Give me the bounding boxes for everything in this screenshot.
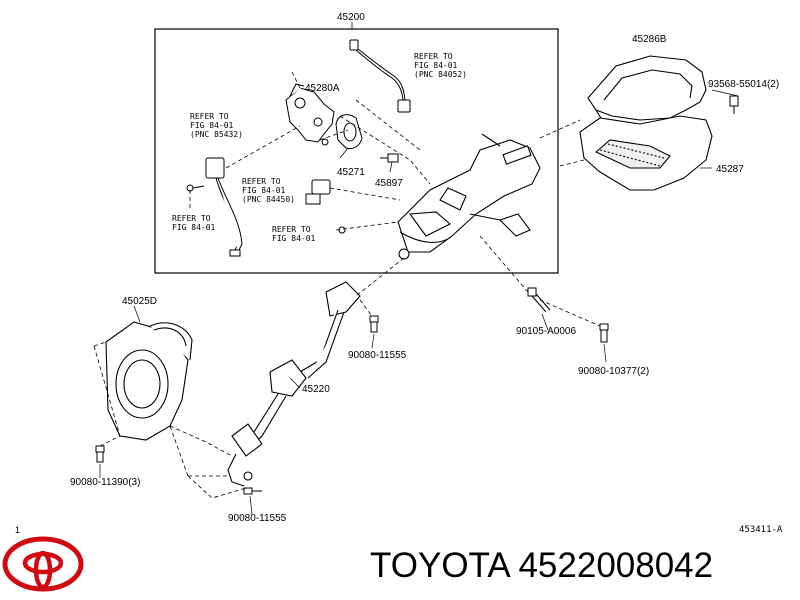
page-marker: 1 xyxy=(15,525,21,535)
ref-84450-line2: FIG 84-01 xyxy=(242,186,286,195)
ref-85432-line2: FIG 84-01 xyxy=(190,121,234,130)
bolt-90080-11555-lower-icon xyxy=(243,487,262,495)
connector-84450-icon xyxy=(305,179,331,205)
screw-93568-icon xyxy=(729,95,739,114)
boot-45025d-icon xyxy=(105,321,193,441)
ref-84052-line1: REFER TO xyxy=(414,52,453,61)
shaft-45220-icon xyxy=(227,281,361,487)
label-45286b: 45286B xyxy=(632,34,667,45)
toyota-logo xyxy=(2,536,84,592)
leader-lines xyxy=(99,89,739,515)
ref-left-line1: REFER TO xyxy=(172,214,211,223)
bolt-small-icon xyxy=(338,226,346,234)
ref-85432-line3: (PNC 85432) xyxy=(190,130,243,139)
clamp-45271-icon xyxy=(335,114,363,149)
sensor-wire-icon xyxy=(186,157,243,257)
label-45897: 45897 xyxy=(375,178,403,189)
cover-45286b-icon xyxy=(587,55,707,131)
ref-84052-line3: (PNC 84052) xyxy=(414,70,467,79)
label-90105: 90105-A0006 xyxy=(516,326,576,337)
dashed-leaders xyxy=(93,71,601,499)
brand-part-number: TOYOTA 4522008042 xyxy=(370,546,714,585)
label-90080-11555-upper: 90080-11555 xyxy=(348,350,407,361)
bolt-90080-11390-icon xyxy=(95,445,105,463)
ref-84450-line3: (PNC 84450) xyxy=(242,195,295,204)
bolt-90080-10377-icon xyxy=(599,323,609,343)
steering-column-icon xyxy=(397,133,541,260)
label-45287: 45287 xyxy=(716,164,744,175)
label-90080-10377: 90080-10377(2) xyxy=(578,366,649,377)
ref-84450-line1: REFER TO xyxy=(242,177,281,186)
label-45025d: 45025D xyxy=(122,296,157,307)
label-93568: 93568-55014(2) xyxy=(708,79,779,90)
part-labels: 45200 45280A 45286B 93568-55014(2) 45287… xyxy=(70,12,779,524)
reference-notes: REFER TO FIG 84-01 (PNC 84052) REFER TO … xyxy=(172,52,467,243)
label-45271: 45271 xyxy=(337,167,365,178)
diagram-code: 453411-A xyxy=(739,525,783,535)
screw-45897-icon xyxy=(380,153,399,163)
label-45200: 45200 xyxy=(337,12,365,23)
bolt-90080-11555-upper-icon xyxy=(369,315,379,333)
ref-84052-line2: FIG 84-01 xyxy=(414,61,458,70)
cover-45287-icon xyxy=(579,115,713,191)
bolt-90105-icon xyxy=(527,287,551,313)
ref-bolt-line1: REFER TO xyxy=(272,225,311,234)
label-45280a: 45280A xyxy=(305,83,340,94)
bracket-45280a-icon xyxy=(285,83,335,146)
ref-85432-line1: REFER TO xyxy=(190,112,229,121)
assembly-frame xyxy=(154,28,559,274)
label-90080-11555-lower: 90080-11555 xyxy=(228,513,287,524)
ref-bolt-line2: FIG 84-01 xyxy=(272,234,316,243)
connector-wire-icon xyxy=(349,39,411,113)
label-45220: 45220 xyxy=(302,384,330,395)
label-90080-11390: 90080-11390(3) xyxy=(70,477,140,488)
ref-left-line2: FIG 84-01 xyxy=(172,223,216,232)
